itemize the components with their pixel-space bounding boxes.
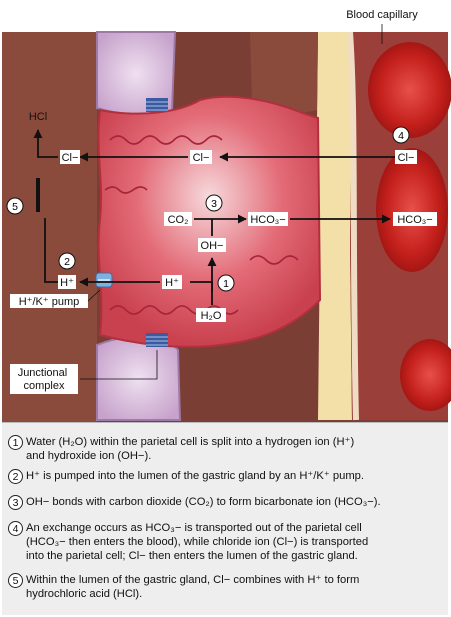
junctional-complex-top: [146, 98, 168, 112]
junctional-complex-bottom: [146, 333, 168, 347]
step-legend: 1 Water (H₂O) within the parietal cell i…: [2, 422, 448, 615]
red-blood-cell: [400, 339, 451, 411]
step-marker-2: 2: [58, 252, 76, 270]
gland-lumen: [2, 32, 97, 422]
step-3: 3 OH− bonds with carbon dioxide (CO₂) to…: [8, 495, 381, 510]
cl-blood-label: Cl−: [398, 152, 415, 164]
neighbor-cell-bottom: [96, 335, 182, 421]
step-2: 2 H⁺ is pumped into the lumen of the gas…: [8, 469, 364, 484]
junctional-complex-label: Junctional complex: [18, 367, 71, 392]
h2o-split-line: [190, 281, 213, 292]
svg-text:5: 5: [12, 201, 18, 213]
h-to-hcl-line: [44, 218, 58, 283]
capillary-wall: [347, 31, 359, 421]
svg-text:2: 2: [64, 256, 70, 268]
parietal-cell: [97, 95, 322, 348]
svg-text:3: 3: [211, 198, 217, 210]
cl-to-hcl-arrow: [33, 129, 58, 158]
step-marker-3: 3: [205, 194, 223, 212]
junctional-leader: [80, 350, 158, 380]
step-marker-5: 5: [6, 197, 24, 215]
cl-lumen-label: Cl−: [62, 152, 79, 164]
svg-text:1: 1: [223, 278, 229, 290]
svg-text:4: 4: [398, 130, 404, 142]
hco3-cell-label: HCO₃−: [250, 214, 285, 226]
canaliculus: [104, 186, 148, 194]
step-5: 5 Within the lumen of the gastric gland,…: [8, 573, 359, 601]
oh-label: OH−: [201, 240, 224, 252]
cl-cell-label: Cl−: [193, 152, 210, 164]
interstitial-space: [317, 32, 352, 420]
h-lumen-label: H⁺: [60, 277, 74, 289]
h2o-label: H₂O: [201, 310, 222, 322]
pump-label: H⁺/K⁺ pump: [19, 296, 80, 308]
canaliculus: [249, 255, 299, 265]
h-k-pump: [95, 272, 113, 288]
step-marker-1: 1: [217, 274, 235, 292]
hco3-blood-label: HCO₃−: [397, 214, 432, 226]
tissue-upper-right: [250, 32, 318, 113]
canaliculus: [109, 135, 223, 145]
h-cell-label: H⁺: [165, 277, 179, 289]
step-1: 1 Water (H₂O) within the parietal cell i…: [8, 435, 354, 463]
pump-leader: [87, 289, 101, 302]
step-4: 4 An exchange occurs as HCO₃− is transpo…: [8, 521, 368, 563]
step-marker-4: 4: [392, 126, 410, 144]
hcl-label: HCl: [29, 111, 47, 123]
blood-capillary-label: Blood capillary: [346, 9, 418, 21]
junctional-label-box: [10, 364, 78, 394]
canaliculus: [109, 305, 239, 315]
co2-label: CO₂: [168, 214, 189, 226]
red-blood-cell: [368, 42, 451, 138]
red-blood-cell: [376, 148, 448, 272]
